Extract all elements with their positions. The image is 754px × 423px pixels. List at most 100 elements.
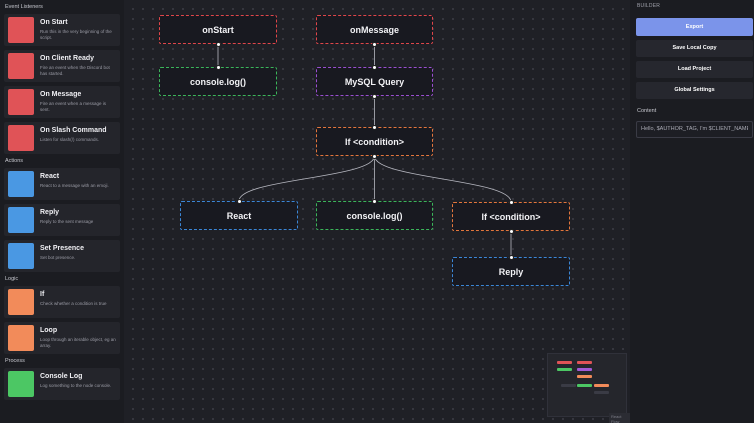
sidebar-section-title: Event Listeners bbox=[5, 4, 43, 10]
block-color-swatch bbox=[8, 171, 34, 197]
block-description: Log something to the node console. bbox=[40, 383, 112, 388]
node-label: Reply bbox=[498, 266, 524, 277]
block-color-swatch bbox=[8, 325, 34, 351]
node-console-log[interactable]: console.log() bbox=[159, 67, 277, 96]
connection-handle[interactable] bbox=[508, 228, 514, 234]
node-label: If <condition> bbox=[344, 136, 404, 147]
save-local-copy-button[interactable]: Save Local Copy bbox=[636, 40, 753, 57]
minimap-node bbox=[577, 368, 592, 371]
block-title: React bbox=[40, 173, 60, 180]
block-color-swatch bbox=[8, 17, 34, 43]
node-label: React bbox=[226, 210, 252, 221]
block-title: On Start bbox=[40, 19, 68, 26]
block-description: Listen for slash(/) commands. bbox=[40, 137, 100, 142]
node-label: If <condition> bbox=[481, 211, 541, 222]
block-title: Reply bbox=[40, 209, 60, 216]
connection-handle[interactable] bbox=[236, 198, 242, 204]
minimap[interactable] bbox=[547, 353, 627, 417]
flow-edge bbox=[238, 155, 375, 202]
connection-handle[interactable] bbox=[508, 199, 514, 205]
block-color-swatch bbox=[8, 207, 34, 233]
node-label: MySQL Query bbox=[344, 76, 405, 87]
block-title: If bbox=[40, 291, 45, 298]
block-title: Console Log bbox=[40, 373, 83, 380]
block-color-swatch bbox=[8, 125, 34, 151]
connection-handle[interactable] bbox=[215, 64, 221, 70]
block-description: Fire an event when the Discord bot has s… bbox=[40, 65, 110, 76]
connection-handle[interactable] bbox=[215, 41, 221, 47]
node-console-log[interactable]: console.log() bbox=[316, 201, 433, 230]
sidebar-section-title: Actions bbox=[5, 158, 24, 164]
block-color-swatch bbox=[8, 53, 34, 79]
load-project-button[interactable]: Load Project bbox=[636, 61, 753, 78]
minimap-node bbox=[561, 384, 576, 387]
node-onmessage[interactable]: onMessage bbox=[316, 15, 433, 44]
block-description: React to a message with an emoji. bbox=[40, 183, 109, 188]
block-title: On Slash Command bbox=[40, 127, 107, 134]
node-if-condition[interactable]: If <condition> bbox=[316, 127, 433, 156]
sidebar-section-title: Process bbox=[5, 358, 25, 364]
connection-handle[interactable] bbox=[372, 64, 377, 70]
flow-edge bbox=[374, 155, 512, 203]
block-description: Fire an event when a message is sent. bbox=[40, 101, 107, 112]
block-title: On Client Ready bbox=[40, 55, 95, 62]
block-title: On Message bbox=[40, 91, 82, 98]
block-color-swatch bbox=[8, 289, 34, 315]
node-label: console.log() bbox=[190, 76, 246, 87]
node-react[interactable]: React bbox=[180, 201, 298, 230]
block-color-swatch bbox=[8, 243, 34, 269]
block-title: Loop bbox=[40, 327, 58, 334]
sidebar-section-title: Logic bbox=[5, 276, 19, 282]
node-if-condition[interactable]: If <condition> bbox=[452, 202, 570, 231]
minimap-node bbox=[577, 375, 592, 378]
node-label: console.log() bbox=[346, 210, 403, 221]
minimap-node bbox=[577, 361, 592, 364]
minimap-node bbox=[557, 361, 572, 364]
connection-handle[interactable] bbox=[372, 198, 377, 204]
node-mysql-query[interactable]: MySQL Query bbox=[316, 67, 433, 96]
global-settings-button[interactable]: Global Settings bbox=[636, 82, 753, 99]
minimap-node bbox=[594, 384, 609, 387]
minimap-node bbox=[557, 368, 572, 371]
connection-handle[interactable] bbox=[372, 153, 377, 159]
connection-handle[interactable] bbox=[372, 93, 377, 99]
connection-handle[interactable] bbox=[372, 124, 377, 130]
block-description: Loop through an iterable object, eg an a… bbox=[40, 337, 116, 348]
block-title: Set Presence bbox=[40, 245, 84, 252]
builder-panel: BUILDER Export Save Local Copy Load Proj… bbox=[630, 0, 754, 423]
content-label: Content bbox=[637, 108, 657, 114]
block-description: Reply to the sent message bbox=[40, 219, 94, 224]
node-label: onMessage bbox=[349, 24, 400, 35]
node-onstart[interactable]: onStart bbox=[159, 15, 277, 44]
block-description: Run this in the very beginning of the sc… bbox=[40, 29, 112, 40]
connection-handle[interactable] bbox=[508, 254, 514, 260]
minimap-node bbox=[594, 391, 609, 394]
flow-canvas[interactable]: onStart onMessage console.log() MySQL Qu… bbox=[124, 0, 630, 423]
minimap-node bbox=[577, 384, 592, 387]
content-input[interactable] bbox=[636, 120, 753, 138]
node-reply[interactable]: Reply bbox=[452, 257, 570, 286]
minimap-attribution[interactable]: React Flow bbox=[609, 413, 630, 423]
block-description: Check whether a condition is true bbox=[40, 301, 107, 306]
export-button[interactable]: Export bbox=[636, 18, 753, 36]
connection-handle[interactable] bbox=[372, 41, 377, 47]
